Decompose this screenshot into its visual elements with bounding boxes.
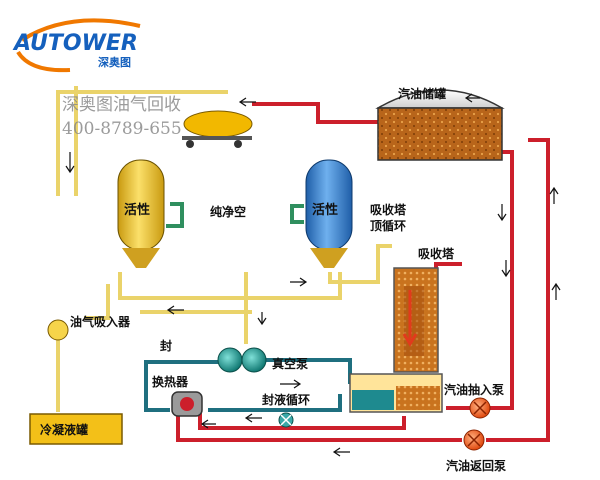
vacuum-pump: 封 真空泵 bbox=[160, 338, 308, 373]
arrow-left-icon bbox=[332, 447, 350, 457]
activated-left-label: 活性 bbox=[124, 202, 150, 218]
pump-cross bbox=[473, 401, 487, 415]
arrow-down-icon bbox=[497, 204, 507, 222]
storage-tank: 汽油储罐 bbox=[375, 86, 505, 161]
heat-exchanger: 换热器 bbox=[152, 374, 203, 417]
vapor-intake: 油气吸入器 bbox=[47, 314, 131, 341]
pipe-seal-left bbox=[144, 360, 224, 412]
absorber-top-circ-label-1: 吸收塔 bbox=[370, 202, 407, 217]
absorber-top-circ-label-2: 顶循环 bbox=[370, 218, 406, 233]
heat-exchanger-label: 换热器 bbox=[152, 374, 189, 389]
logo-subtext: 深奥图 bbox=[98, 55, 131, 69]
logo-swoosh-bottom bbox=[16, 50, 71, 73]
pipe-tank-to-intake-pump bbox=[490, 150, 514, 410]
absorber-label: 吸收塔 bbox=[418, 246, 455, 261]
vapor-pipes bbox=[56, 86, 392, 412]
arrow-left-icon bbox=[238, 97, 256, 107]
valve-cross bbox=[280, 414, 292, 426]
activated-right-label: 活性 bbox=[312, 202, 338, 218]
tank-truck bbox=[182, 110, 253, 148]
storage-tank-label: 汽油储罐 bbox=[398, 86, 446, 101]
separator-liquid bbox=[352, 390, 394, 410]
arrow-down-icon bbox=[501, 260, 511, 278]
vacuum-pump-label: 真空泵 bbox=[272, 356, 308, 371]
condensate-tank: 冷凝液罐 bbox=[29, 413, 123, 445]
vacuum-pump-icon bbox=[217, 347, 243, 373]
arrow-up-icon bbox=[549, 186, 559, 204]
autower-logo: AUTOWER 深奥图 bbox=[12, 18, 141, 73]
arrow-left-icon bbox=[166, 305, 184, 315]
seal-label: 封 bbox=[160, 338, 172, 353]
pipe-truck-to-tank bbox=[252, 102, 380, 124]
flow-arrows bbox=[65, 93, 561, 457]
truck-wheel bbox=[186, 140, 194, 148]
tank-truck-chassis bbox=[182, 136, 252, 140]
gasoline-intake-pump: 汽油抽入泵 bbox=[444, 382, 504, 419]
pipe-return-bottom bbox=[176, 414, 462, 442]
storage-tank-body bbox=[377, 107, 503, 161]
watermark-line1: 深奥图油气回收 bbox=[62, 95, 181, 115]
seal-circulation-label: 封液循环 bbox=[262, 392, 310, 407]
pipe-seal-circulation bbox=[208, 394, 342, 412]
pipe-pure-air-left bbox=[166, 202, 184, 228]
tank-bottom-cone bbox=[310, 248, 348, 268]
pure-air-pipes bbox=[166, 202, 304, 228]
pipe-tank-outlet-right bbox=[486, 138, 550, 442]
pump-cross bbox=[467, 433, 481, 447]
heat-exchanger-core bbox=[180, 397, 194, 411]
pipe-vapor-horizontal-low bbox=[84, 284, 110, 320]
tower-packing-core bbox=[404, 286, 424, 356]
arrow-left-icon bbox=[464, 93, 480, 103]
arrow-left-icon bbox=[200, 419, 216, 429]
tower-flow-arrow-icon bbox=[402, 290, 418, 347]
watermark: 深奥图油气回收 400-8789-655 bbox=[62, 95, 182, 139]
arrow-down-icon bbox=[257, 312, 267, 326]
pure-air-label: 纯净空 bbox=[210, 204, 246, 219]
gasoline-return-pump-label: 汽油返回泵 bbox=[446, 458, 506, 473]
gasoline-pipes bbox=[176, 102, 550, 442]
pipe-heat-exchanger-loop bbox=[198, 404, 406, 430]
pipe-to-top-circulation bbox=[328, 244, 392, 284]
pipe-vapor-up-left bbox=[56, 90, 228, 196]
pipe-vapor-between-tanks bbox=[118, 272, 342, 300]
arrow-down-icon bbox=[65, 152, 75, 174]
activated-carbon-tank-right: 活性 bbox=[305, 159, 353, 268]
logo-swoosh-top bbox=[20, 18, 141, 42]
tank-truck-icon bbox=[183, 110, 253, 138]
vapor-intake-icon bbox=[47, 319, 69, 341]
separator-oil bbox=[396, 386, 440, 410]
gasoline-intake-pump-label: 汽油抽入泵 bbox=[444, 382, 504, 397]
pipe-tower-top-return bbox=[434, 262, 462, 288]
vacuum-pump-icon bbox=[241, 347, 267, 373]
arrow-up-icon bbox=[551, 282, 561, 300]
vapor-intake-label: 油气吸入器 bbox=[70, 314, 131, 329]
condensate-tank-label: 冷凝液罐 bbox=[40, 422, 88, 437]
tank-bottom-cone bbox=[122, 248, 160, 268]
arrow-right-icon bbox=[290, 277, 308, 287]
activated-carbon-tank-left: 活性 bbox=[117, 159, 165, 268]
condensate-tank-body bbox=[29, 413, 123, 445]
truck-wheel bbox=[234, 140, 242, 148]
pipe-pure-air-right bbox=[290, 204, 304, 224]
arrow-left-icon bbox=[244, 413, 262, 423]
watermark-line2: 400-8789-655 bbox=[62, 119, 182, 139]
gasoline-return-pump: 汽油返回泵 bbox=[446, 429, 506, 473]
logo-text: AUTOWER bbox=[12, 31, 138, 56]
seal-circulation-valve: 封液循环 bbox=[262, 392, 310, 428]
arrow-right-icon bbox=[280, 379, 302, 389]
absorption-tower: 吸收塔 顶循环 吸收塔 bbox=[349, 202, 455, 413]
